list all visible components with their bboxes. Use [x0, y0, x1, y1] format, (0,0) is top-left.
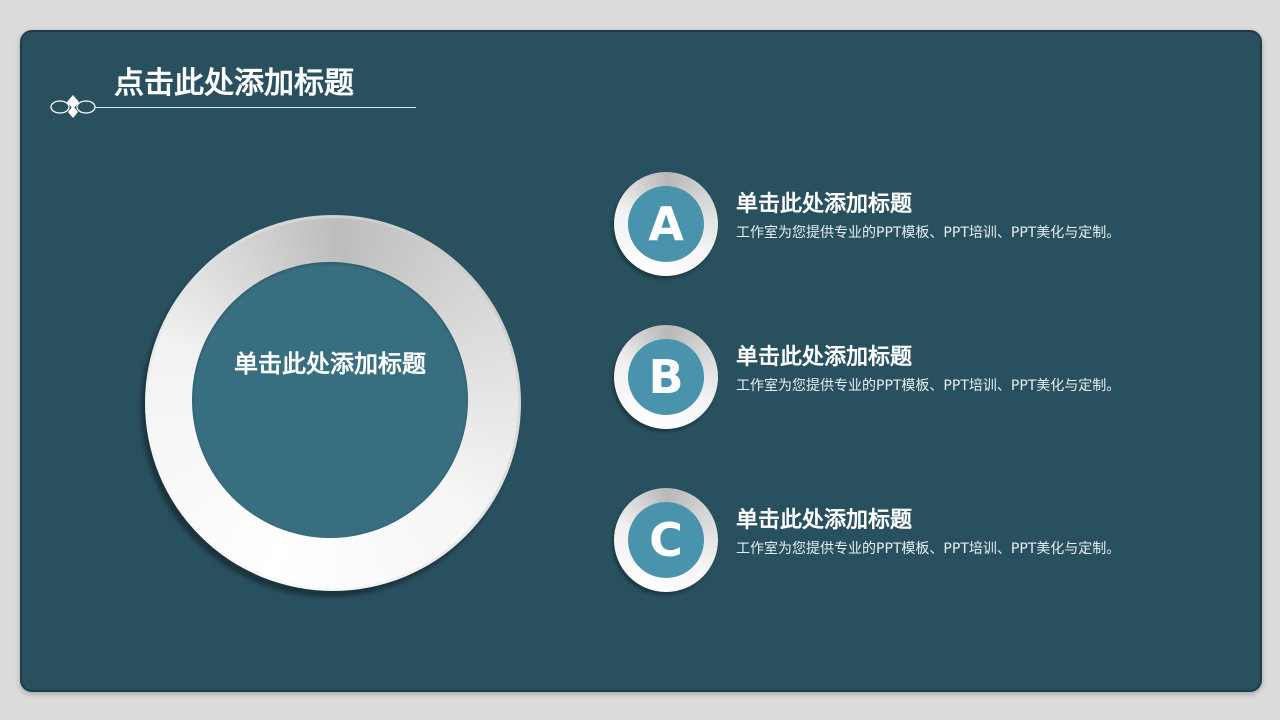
badge-letter-a: A: [628, 186, 704, 262]
list-item-a: A 单击此处添加标题 工作室为您提供专业的PPT模板、PPT培训、PPT美化与定…: [614, 172, 1174, 278]
center-circle: 单击此处添加标题: [145, 215, 521, 591]
item-desc-c[interactable]: 工作室为您提供专业的PPT模板、PPT培训、PPT美化与定制。: [736, 541, 1121, 557]
slide-canvas: 点击此处添加标题 单击此处添加标题 A 单击此处添加标题 工作室为您提供专业的P…: [20, 30, 1262, 692]
item-desc-a[interactable]: 工作室为您提供专业的PPT模板、PPT培训、PPT美化与定制。: [736, 225, 1121, 241]
badge-letter-c: C: [628, 502, 704, 578]
list-item-c: C 单击此处添加标题 工作室为您提供专业的PPT模板、PPT培训、PPT美化与定…: [614, 488, 1174, 594]
list-item-b: B 单击此处添加标题 工作室为您提供专业的PPT模板、PPT培训、PPT美化与定…: [614, 325, 1174, 431]
item-title-c[interactable]: 单击此处添加标题: [736, 508, 913, 533]
center-circle-inner: 单击此处添加标题: [192, 262, 468, 538]
item-title-a[interactable]: 单击此处添加标题: [736, 192, 913, 217]
badge-ring-c: C: [614, 488, 718, 592]
badge-ring-b: B: [614, 325, 718, 429]
badge-letter-b: B: [628, 339, 704, 415]
slide-title[interactable]: 点击此处添加标题: [114, 66, 354, 101]
item-desc-b[interactable]: 工作室为您提供专业的PPT模板、PPT培训、PPT美化与定制。: [736, 378, 1121, 394]
item-title-b[interactable]: 单击此处添加标题: [736, 345, 913, 370]
knot-ornament-icon: [50, 95, 96, 118]
title-underline: [94, 107, 416, 108]
badge-ring-a: A: [614, 172, 718, 276]
center-circle-label[interactable]: 单击此处添加标题: [234, 350, 426, 378]
